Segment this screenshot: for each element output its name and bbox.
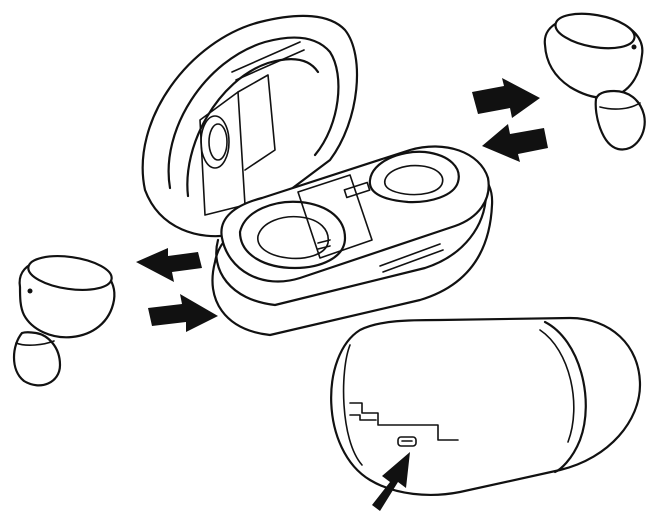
usb-port [349, 402, 459, 447]
arrow-insert-right [472, 78, 540, 118]
earbud-top-right [543, 12, 646, 151]
arrow-remove-left [136, 248, 202, 282]
arrow-insert-left [148, 294, 218, 332]
charging-case-open [141, 14, 494, 337]
earbud-left [12, 255, 116, 387]
arrow-usb-port [372, 452, 410, 511]
case-base [211, 145, 494, 337]
charging-case-closed [330, 316, 642, 496]
case-lid [141, 14, 359, 238]
arrow-remove-right [482, 124, 548, 162]
